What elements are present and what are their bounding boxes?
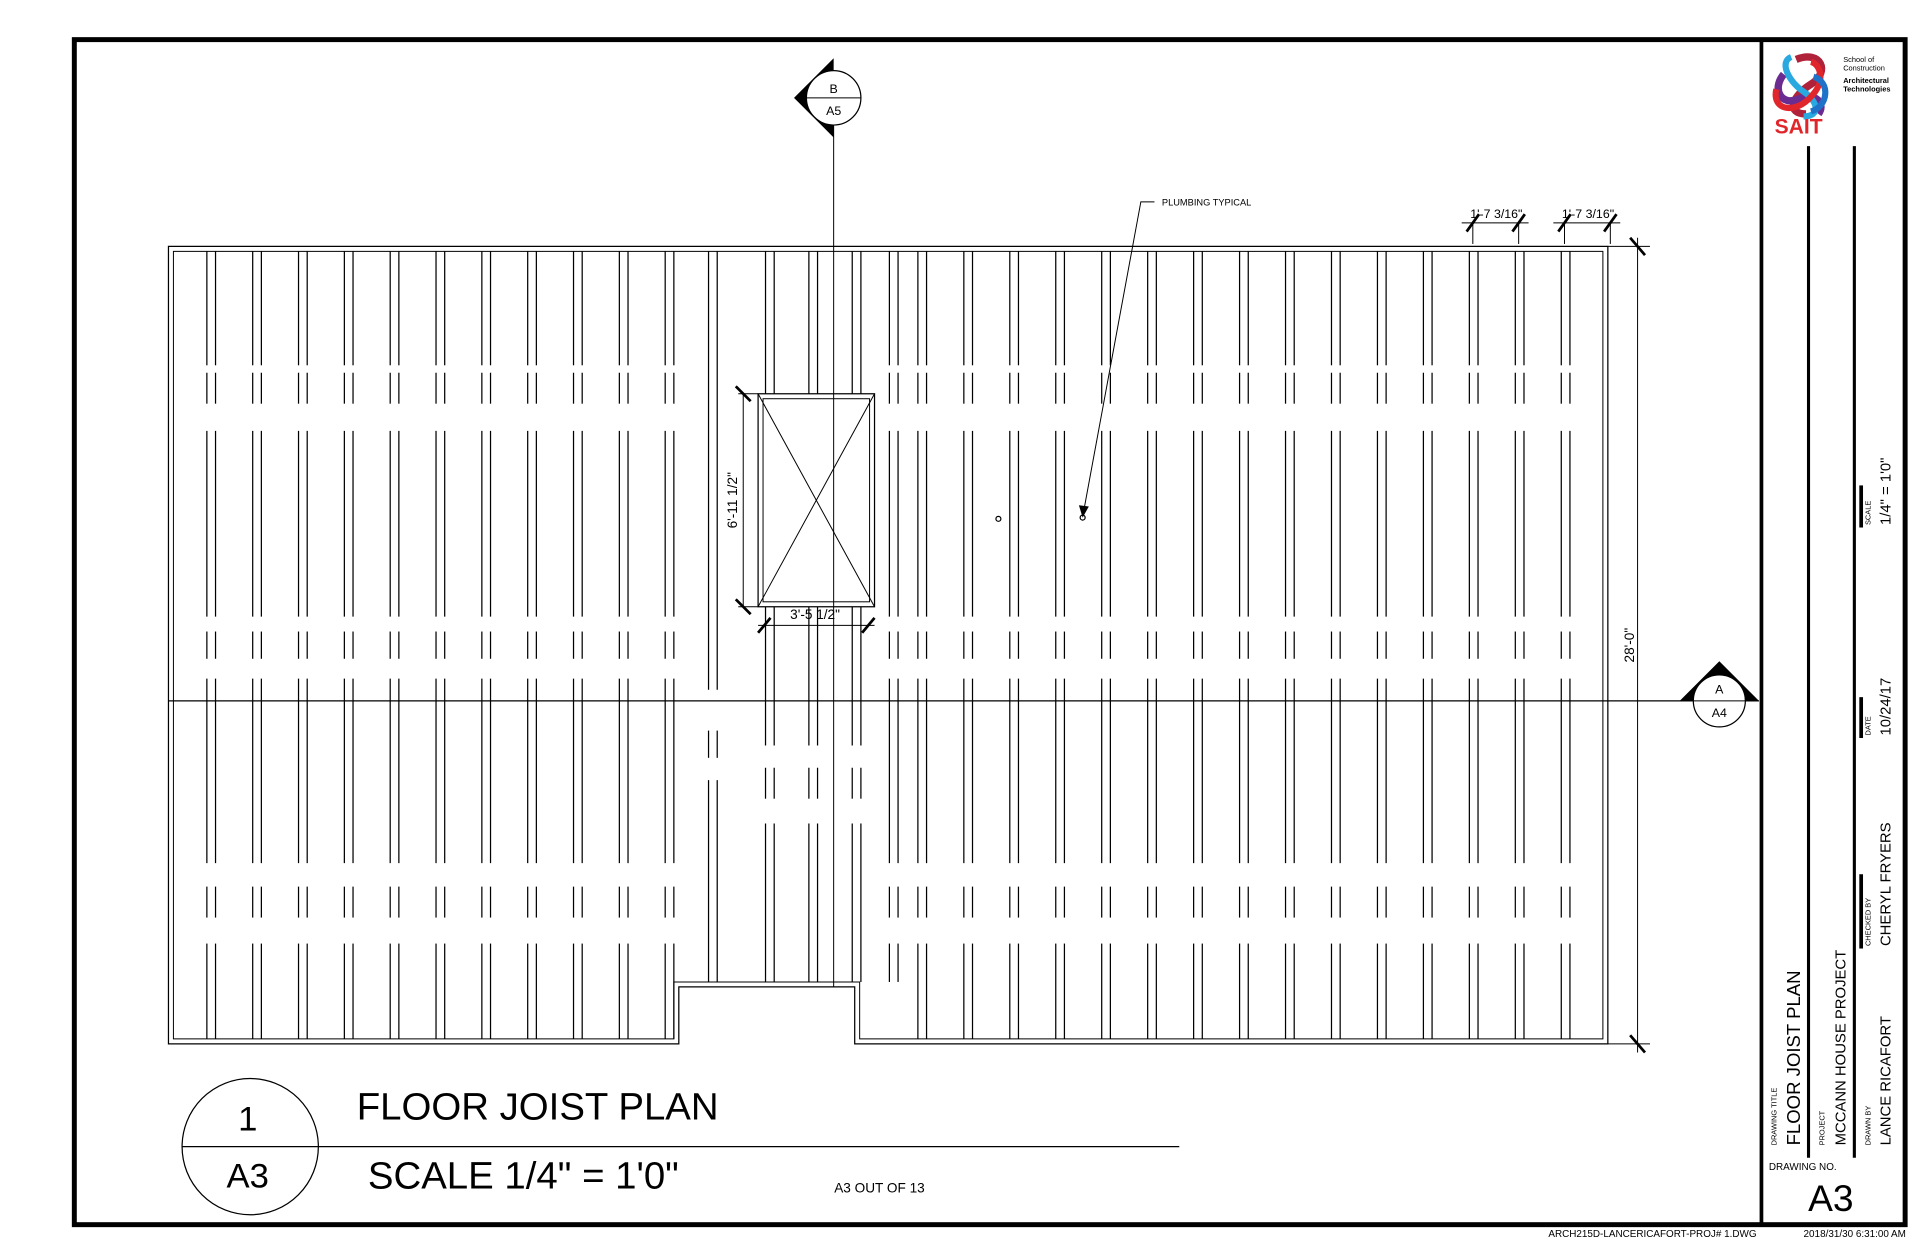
floor-opening	[757, 393, 876, 608]
sait-logo: SAIT	[1772, 53, 1829, 139]
section-b-letter: B	[830, 82, 838, 96]
overall-depth-label: 28'-0"	[1622, 628, 1637, 663]
drawing-title-label: DRAWING TITLE	[1769, 1088, 1778, 1146]
checked-by: CHERYL FRYERS	[1878, 822, 1894, 946]
floor-joist-plan: 6'-11 1/2" 3'-5 1/2" B A5 A A4	[167, 58, 1759, 1054]
plumbing-note-label: PLUMBING TYPICAL	[1162, 198, 1251, 208]
drawn-by: LANCE RICAFORT	[1878, 1016, 1894, 1145]
school-line-1: School of	[1843, 55, 1875, 64]
checked-by-label: CHECKED BY	[1863, 898, 1872, 946]
joist-spacing-dimension-1: 1'-7 3/16"	[1461, 207, 1529, 244]
section-a-sheet: A4	[1712, 706, 1727, 720]
opening-width-dimension: 3'-5 1/2"	[757, 607, 876, 634]
view-title-text: FLOOR JOIST PLAN	[357, 1085, 719, 1128]
joists	[206, 251, 1571, 1039]
title-block: SAIT School of Construction Architectura…	[1769, 53, 1894, 1219]
drawing-no-label: DRAWING NO.	[1769, 1162, 1837, 1173]
section-b-sheet: A5	[826, 104, 841, 118]
joist-spacing-label-2: 1'-7 3/16"	[1562, 207, 1614, 221]
view-sheet: A3	[227, 1158, 269, 1196]
file-name: ARCH215D-LANCERICAFORT-PROJ# 1.DWG	[1548, 1229, 1756, 1240]
view-number: 1	[238, 1101, 257, 1139]
drawn-by-label: DRAWN BY	[1863, 1106, 1872, 1146]
plumbing-fixture	[995, 515, 1002, 522]
plot-timestamp: 2018/31/30 6:31:00 AM	[1804, 1229, 1906, 1240]
project-name: MCCANN HOUSE PROJECT	[1834, 950, 1850, 1146]
view-title: 1 A3 FLOOR JOIST PLAN SCALE 1/4" = 1'0" …	[181, 1077, 1180, 1216]
program-line-2: Technologies	[1843, 85, 1890, 94]
view-scale-text: SCALE 1/4" = 1'0"	[368, 1155, 679, 1198]
floor-outline-inner	[172, 250, 1604, 1040]
joist-spacing-label-1: 1'-7 3/16"	[1470, 207, 1522, 221]
project-label: PROJECT	[1818, 1110, 1827, 1145]
floor-outline-outer	[167, 245, 1609, 1045]
scale-label: SCALE	[1863, 501, 1872, 525]
section-marker-a: A A4	[168, 661, 1759, 728]
school-line-2: Construction	[1843, 64, 1885, 73]
opening-length-label: 6'-11 1/2"	[725, 472, 740, 529]
opening-width-label: 3'-5 1/2"	[790, 607, 840, 622]
drawing-title: FLOOR JOIST PLAN	[1783, 970, 1804, 1145]
section-a-letter: A	[1715, 682, 1724, 696]
section-marker-b: B A5	[794, 58, 862, 987]
opening-length-dimension: 6'-11 1/2"	[725, 385, 759, 616]
logo-wordmark: SAIT	[1775, 116, 1823, 139]
scale: 1/4" = 1'0"	[1878, 458, 1894, 526]
plumbing-note: PLUMBING TYPICAL	[995, 198, 1251, 522]
sheet-border	[71, 37, 1908, 1228]
date-label: DATE	[1863, 716, 1872, 735]
overall-depth-dimension: 28'-0"	[1607, 236, 1650, 1054]
drawing-no: A3	[1808, 1177, 1853, 1219]
program-line-1: Architectural	[1843, 76, 1889, 85]
plumbing-fixture	[1079, 514, 1086, 521]
date: 10/24/17	[1878, 678, 1894, 736]
sheet-count: A3 OUT OF 13	[834, 1180, 925, 1195]
joist-spacing-dimension-2: 1'-7 3/16"	[1553, 207, 1621, 244]
